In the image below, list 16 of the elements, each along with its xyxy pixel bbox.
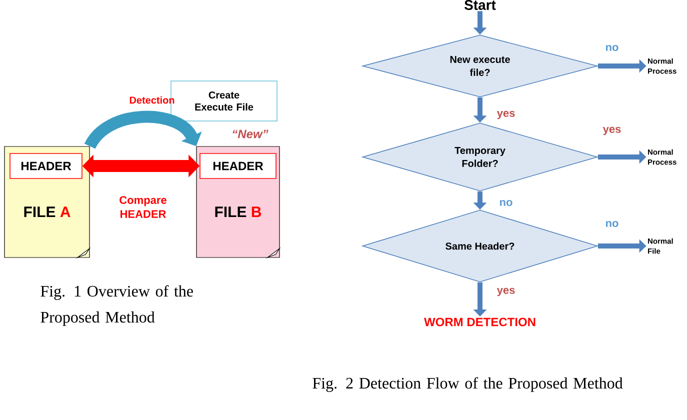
start-label: Start	[464, 0, 496, 10]
edge-label: yes	[496, 288, 515, 296]
arrow	[84, 110, 202, 150]
heading-label: Detection	[130, 96, 174, 104]
edge-label: no	[606, 220, 618, 228]
edge-label: Compare HEADER	[120, 196, 166, 218]
figure-caption: Fig. 2 Detection Flow of the Proposed Method	[312, 377, 623, 392]
figure-caption: Fig. 1 Overview of the Proposed Method	[40, 285, 193, 326]
edge-label: no	[606, 44, 618, 52]
edge-label: no	[500, 200, 512, 206]
header-box: HEADER	[200, 153, 276, 179]
header-box: HEADER	[10, 153, 82, 179]
edge-label: yes	[602, 126, 621, 136]
result-label: WORM DETECTION	[424, 318, 536, 326]
file-tag: “New”	[232, 130, 268, 138]
edge-label: yes	[496, 110, 515, 120]
